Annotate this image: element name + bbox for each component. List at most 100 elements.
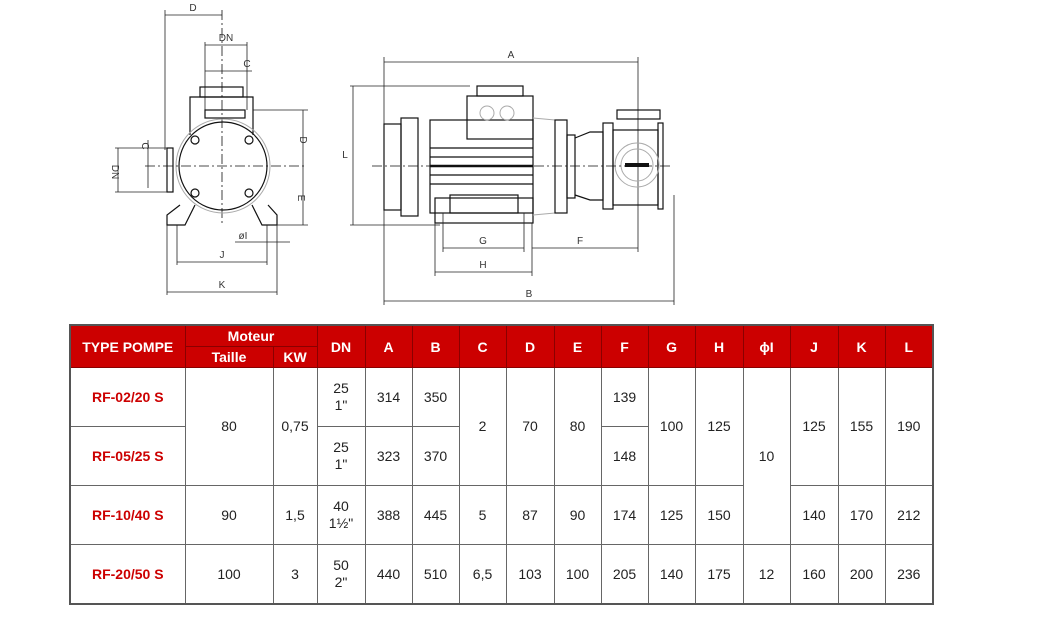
dim-c-left: C — [139, 142, 150, 149]
dn-inch: 1" — [334, 456, 348, 472]
header-moteur: Moteur — [184, 324, 318, 347]
cell-b: 370 — [411, 426, 460, 486]
cell-kw: 1,5 — [272, 485, 318, 545]
dim-dn-left: DN — [109, 165, 120, 179]
dim-d-right: D — [297, 136, 308, 143]
cell-j: 160 — [789, 544, 839, 605]
dim-d-top: D — [189, 3, 196, 14]
dim-k: K — [219, 280, 226, 291]
cell-f: 139 — [600, 367, 649, 427]
cell-d: 103 — [505, 544, 555, 605]
cell-l: 212 — [884, 485, 934, 545]
pump-type: RF-02/20 S — [69, 367, 186, 427]
cell-k: 155 — [837, 367, 886, 486]
pump-dimension-drawing: D DN C D E DN C J K — [109, 3, 675, 305]
header-k: K — [837, 324, 886, 368]
header-b: B — [411, 324, 460, 368]
header-dn: DN — [316, 324, 366, 368]
dn-inch: 1½" — [328, 515, 354, 531]
dim-j: J — [220, 250, 225, 261]
cell-l: 190 — [884, 367, 934, 486]
pump-type: RF-20/50 S — [69, 544, 186, 605]
cell-b: 350 — [411, 367, 460, 427]
header-l: L — [884, 324, 934, 368]
dim-dn-top: DN — [219, 33, 233, 44]
cell-l: 236 — [884, 544, 934, 605]
cell-taille: 80 — [184, 367, 274, 486]
dim-a: A — [508, 50, 515, 61]
cell-h: 175 — [694, 544, 744, 605]
dim-b: B — [526, 289, 533, 300]
header-f: F — [600, 324, 649, 368]
cell-h: 150 — [694, 485, 744, 545]
cell-k: 200 — [837, 544, 886, 605]
dn-mm: 25 — [333, 380, 349, 396]
dim-g: G — [479, 236, 487, 247]
cell-f: 205 — [600, 544, 649, 605]
pump-type: RF-05/25 S — [69, 426, 186, 486]
cell-a: 323 — [364, 426, 413, 486]
cell-j: 140 — [789, 485, 839, 545]
header-taille: Taille — [184, 346, 274, 368]
cell-taille: 90 — [184, 485, 274, 545]
cell-k: 170 — [837, 485, 886, 545]
dim-f: F — [577, 236, 583, 247]
dn-inch: 1" — [334, 397, 348, 413]
dn-mm: 40 — [333, 498, 349, 514]
cell-d: 87 — [505, 485, 555, 545]
dim-c-top: C — [243, 59, 250, 70]
cell-f: 148 — [600, 426, 649, 486]
cell-b: 445 — [411, 485, 460, 545]
cell-j: 125 — [789, 367, 839, 486]
front-view: A L G F — [342, 50, 675, 305]
cell-c: 2 — [458, 367, 507, 486]
cell-e: 80 — [553, 367, 602, 486]
header-a: A — [364, 324, 413, 368]
header-kw: KW — [272, 346, 318, 368]
header-d: D — [505, 324, 555, 368]
cell-taille: 100 — [184, 544, 274, 605]
pump-dimensions-table: TYPE POMPE Moteur DN A B C D E F G H ϕI … — [69, 324, 935, 605]
cell-g: 100 — [647, 367, 696, 486]
pump-type: RF-10/40 S — [69, 485, 186, 545]
dim-e: E — [295, 195, 306, 202]
cell-phi-i: 10 — [742, 367, 791, 545]
dim-h: H — [479, 260, 486, 271]
cell-kw: 0,75 — [272, 367, 318, 486]
cell-h: 125 — [694, 367, 744, 486]
cell-phi-i: 12 — [742, 544, 791, 605]
cell-e: 100 — [553, 544, 602, 605]
cell-e: 90 — [553, 485, 602, 545]
cell-a: 388 — [364, 485, 413, 545]
cell-g: 125 — [647, 485, 696, 545]
dn-mm: 25 — [333, 439, 349, 455]
dim-phi-i: øI — [239, 231, 248, 242]
cell-c: 5 — [458, 485, 507, 545]
header-j: J — [789, 324, 839, 368]
side-view: D DN C D E DN C J K — [109, 3, 308, 295]
cell-a: 440 — [364, 544, 413, 605]
cell-g: 140 — [647, 544, 696, 605]
header-g: G — [647, 324, 696, 368]
dim-l: L — [342, 150, 348, 161]
dn-inch: 2" — [334, 574, 348, 590]
cell-d: 70 — [505, 367, 555, 486]
header-e: E — [553, 324, 602, 368]
header-c: C — [458, 324, 507, 368]
dn-mm: 50 — [333, 557, 349, 573]
cell-b: 510 — [411, 544, 460, 605]
cell-f: 174 — [600, 485, 649, 545]
cell-kw: 3 — [272, 544, 318, 605]
cell-c: 6,5 — [458, 544, 507, 605]
header-phi-i: ϕI — [742, 324, 791, 368]
cell-a: 314 — [364, 367, 413, 427]
header-type-pompe: TYPE POMPE — [69, 324, 186, 368]
